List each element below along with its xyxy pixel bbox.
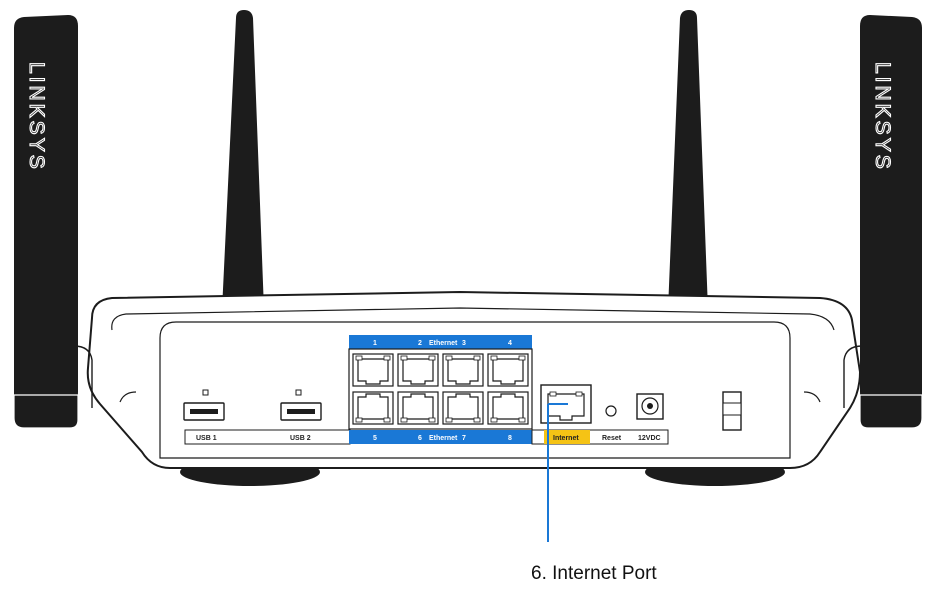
ethernet-port-6: [397, 391, 439, 425]
ethernet-top-label-1: 1: [373, 340, 377, 347]
ethernet-port-2: [397, 353, 439, 387]
right-side-antenna: LINKSYS: [859, 15, 923, 429]
power-port: [636, 393, 664, 420]
ethernet-top-label-3: 3: [462, 340, 466, 347]
ethernet-port-7: [442, 391, 484, 425]
ethernet-port-4: [487, 353, 529, 387]
usb-2-label: USB 2: [290, 435, 311, 442]
center-antenna-right: [668, 10, 708, 310]
ethernet-port-5: [352, 391, 394, 425]
callout-label: 6. Internet Port: [531, 563, 657, 584]
ethernet-port-3: [442, 353, 484, 387]
usb-1-label: USB 1: [196, 435, 217, 442]
brand-logo-left: LINKSYS: [25, 62, 48, 172]
ethernet-ports: [352, 353, 529, 425]
center-antenna-left: [222, 10, 264, 310]
usb-2-port: [280, 389, 322, 421]
usb-1-port: [183, 389, 225, 421]
ethernet-top-label-text: Ethernet: [429, 340, 458, 347]
left-side-antenna: LINKSYS: [13, 15, 79, 429]
ethernet-top-band: [349, 335, 532, 349]
ethernet-bottom-label-8: 8: [508, 435, 512, 442]
ethernet-top-label-2: 2: [418, 340, 422, 347]
ethernet-port-1: [352, 353, 394, 387]
ethernet-bottom-label-5: 5: [373, 435, 377, 442]
ethernet-port-8: [487, 391, 529, 425]
power-label: 12VDC: [638, 435, 661, 442]
ethernet-top-label-4: 4: [508, 340, 512, 347]
ethernet-bottom-label-6: 6: [418, 435, 422, 442]
brand-logo-right: LINKSYS: [871, 62, 894, 172]
reset-button: [605, 405, 617, 417]
ethernet-bottom-label-text: Ethernet: [429, 435, 458, 442]
ethernet-bottom-band: [349, 430, 532, 444]
reset-label: Reset: [602, 435, 622, 442]
power-switch: [722, 391, 742, 431]
internet-label: Internet: [553, 435, 579, 442]
internet-label-band: [544, 430, 590, 444]
ethernet-bottom-label-7: 7: [462, 435, 466, 442]
